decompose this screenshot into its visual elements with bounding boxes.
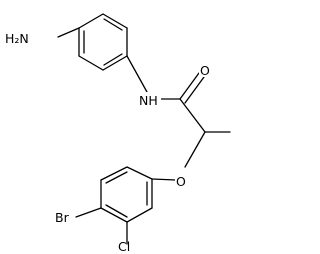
amide-nh-label: NH (139, 93, 158, 108)
bond (126, 166, 153, 180)
bond (78, 13, 104, 29)
double-bond-inner (103, 18, 123, 31)
ether-oxygen-label: O (176, 174, 186, 189)
bond (179, 98, 206, 133)
chemical-structure: H₂N NH O O Br Cl (5, 13, 231, 254)
bond (102, 13, 128, 29)
double-bond-inner (105, 204, 128, 218)
bromochlorophenyl-ring (100, 166, 153, 223)
carbonyl-oxygen-label: O (200, 63, 210, 78)
carbonyl-bond (179, 72, 200, 100)
bromine-label: Br (55, 210, 70, 225)
double-bond-inner (105, 171, 128, 184)
bromo-bond (75, 207, 102, 218)
bond (100, 207, 128, 223)
chlorine-label: Cl (118, 239, 130, 254)
double-bond-inner (103, 53, 123, 66)
bond (184, 131, 206, 168)
carbonyl-bond (184, 76, 205, 104)
bond (100, 166, 128, 181)
bond (102, 55, 128, 71)
aminophenyl-ring (78, 13, 128, 71)
aryl-n-bond (126, 55, 148, 93)
amine-bond (57, 27, 80, 38)
amine-label: H₂N (5, 31, 29, 46)
bond (78, 55, 104, 71)
bond (151, 178, 177, 181)
bond (126, 207, 153, 223)
